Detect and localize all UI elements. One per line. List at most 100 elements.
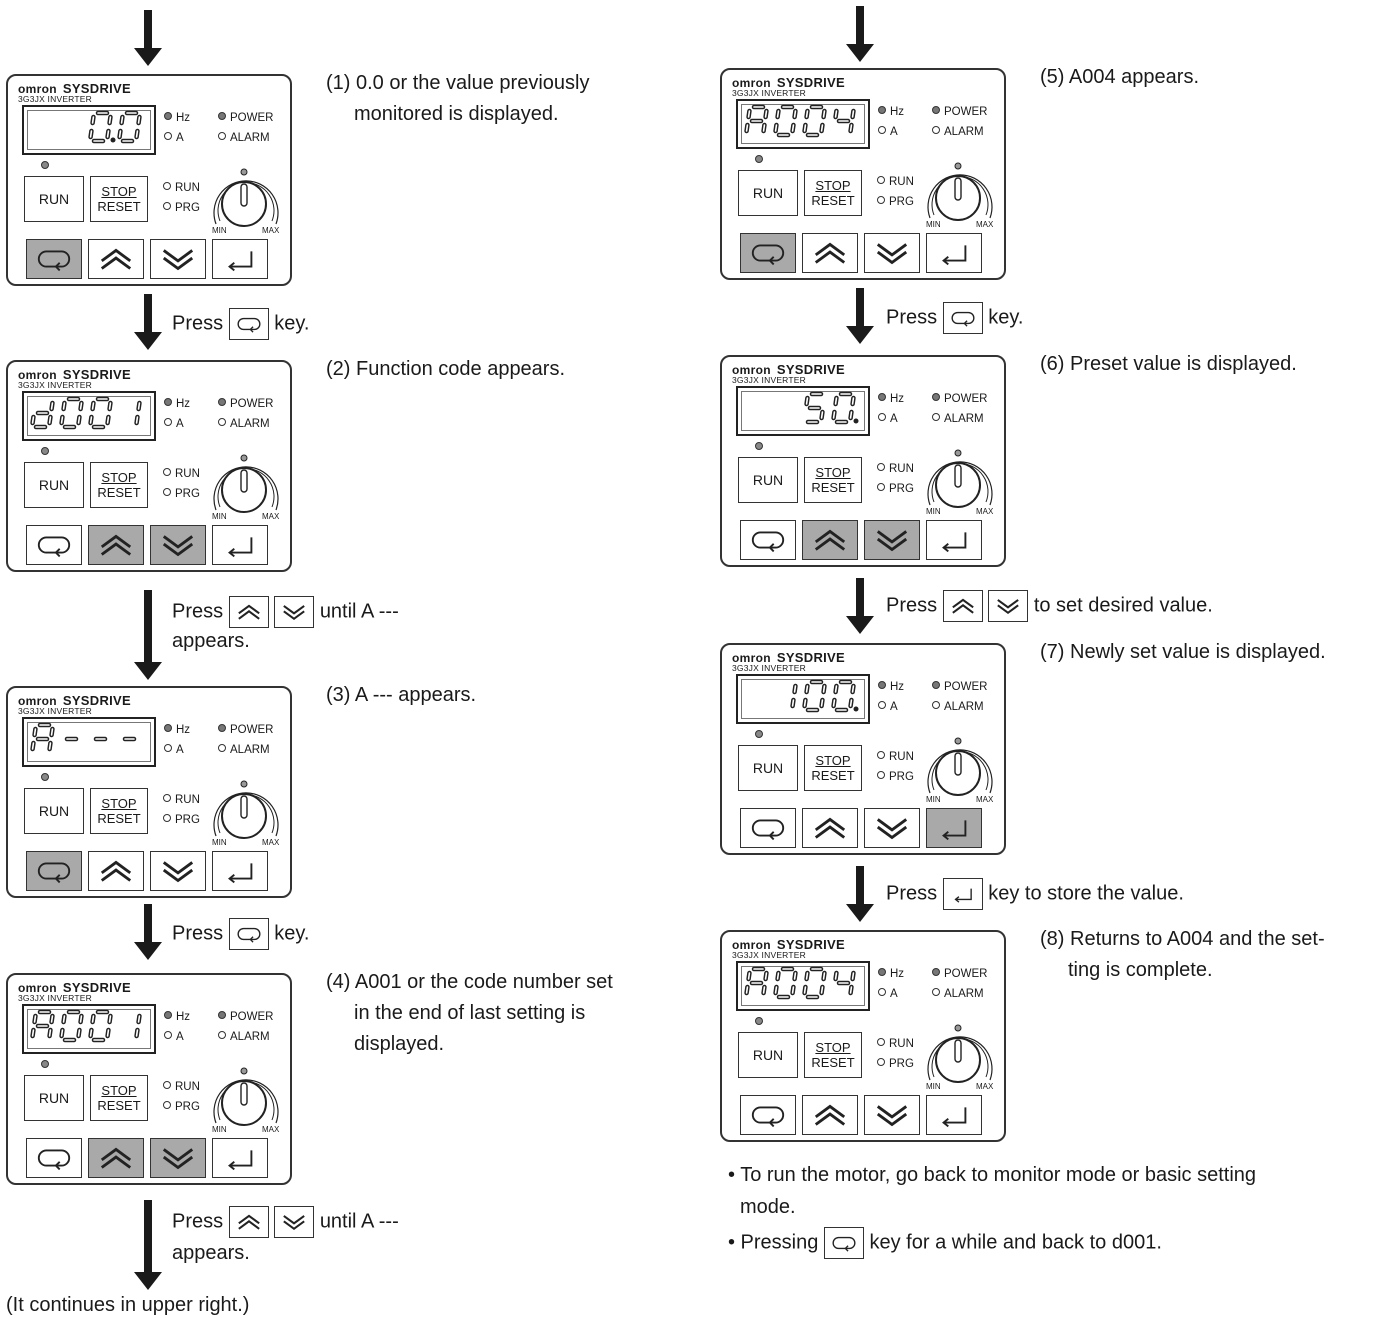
hz-indicator: Hz [164, 112, 190, 124]
enter-key[interactable] [926, 520, 982, 560]
max-label: MAX [976, 795, 994, 804]
enter-key[interactable] [926, 1095, 982, 1135]
mode-key[interactable] [740, 1095, 796, 1135]
down-key[interactable] [150, 1138, 206, 1178]
flow-arrow [134, 904, 162, 960]
potentiometer-lamp [755, 155, 763, 163]
mode-key[interactable] [26, 525, 82, 565]
frequency-knob-icon[interactable] [204, 166, 284, 232]
min-label: MIN [212, 226, 227, 235]
frequency-knob-icon[interactable] [204, 452, 284, 518]
hz-indicator: Hz [878, 681, 904, 693]
min-label: MIN [926, 795, 941, 804]
instruction: appears. [172, 1242, 250, 1264]
frequency-knob-icon[interactable] [918, 735, 998, 801]
max-label: MAX [262, 838, 280, 847]
enter-key[interactable] [212, 239, 268, 279]
prg-indicator: PRG [877, 1058, 914, 1070]
mode-key[interactable] [26, 239, 82, 279]
down-key[interactable] [864, 233, 920, 273]
enter-key[interactable] [212, 851, 268, 891]
down-key[interactable] [150, 239, 206, 279]
down-key[interactable] [150, 525, 206, 565]
flow-arrow [846, 6, 874, 62]
run-indicator: RUN [877, 463, 914, 475]
enter-key[interactable] [926, 808, 982, 848]
down-key[interactable] [864, 520, 920, 560]
note: • Pressing key for a while and back to d… [728, 1227, 1162, 1259]
run-indicator: RUN [877, 176, 914, 188]
run-button[interactable]: RUN [24, 176, 84, 222]
flow-arrow [134, 10, 162, 66]
run-button[interactable]: RUN [24, 788, 84, 834]
run-button[interactable]: RUN [24, 1075, 84, 1121]
frequency-knob-icon[interactable] [204, 1065, 284, 1131]
instruction: Press until A --- [172, 1206, 399, 1238]
instruction: Press key. [172, 918, 309, 950]
up-key[interactable] [88, 239, 144, 279]
down-key[interactable] [864, 1095, 920, 1135]
a-indicator: A [164, 132, 184, 144]
prg-indicator: PRG [877, 483, 914, 495]
run-button[interactable]: RUN [738, 1032, 798, 1078]
alarm-indicator: ALARM [218, 418, 270, 430]
instruction: Press key to store the value. [886, 878, 1184, 910]
frequency-knob-icon[interactable] [918, 447, 998, 513]
down-key[interactable] [864, 808, 920, 848]
enter-key[interactable] [212, 525, 268, 565]
mode-key[interactable] [740, 808, 796, 848]
up-key[interactable] [802, 520, 858, 560]
down-key[interactable] [150, 851, 206, 891]
mode-key[interactable] [740, 233, 796, 273]
max-label: MAX [262, 226, 280, 235]
run-button[interactable]: RUN [738, 170, 798, 216]
enter-key[interactable] [212, 1138, 268, 1178]
mode-key[interactable] [26, 851, 82, 891]
up-key[interactable] [802, 233, 858, 273]
led-display [736, 674, 870, 724]
alarm-indicator: ALARM [218, 744, 270, 756]
alarm-indicator: ALARM [218, 132, 270, 144]
frequency-knob-icon[interactable] [918, 160, 998, 226]
up-key[interactable] [88, 851, 144, 891]
hz-indicator: Hz [878, 393, 904, 405]
flow-arrow [134, 1200, 162, 1290]
up-key[interactable] [88, 525, 144, 565]
frequency-knob-icon[interactable] [204, 778, 284, 844]
model-label: 3G3JX INVERTER [18, 94, 92, 104]
mode-key[interactable] [26, 1138, 82, 1178]
run-button[interactable]: RUN [738, 745, 798, 791]
model-label: 3G3JX INVERTER [18, 380, 92, 390]
power-indicator: POWER [932, 393, 987, 405]
prg-indicator: PRG [877, 196, 914, 208]
run-button[interactable]: RUN [24, 462, 84, 508]
enter-key[interactable] [926, 233, 982, 273]
hz-indicator: Hz [164, 398, 190, 410]
up-key[interactable] [802, 1095, 858, 1135]
min-label: MIN [926, 1082, 941, 1091]
up-key[interactable] [88, 1138, 144, 1178]
model-label: 3G3JX INVERTER [18, 993, 92, 1003]
frequency-knob-icon[interactable] [918, 1022, 998, 1088]
min-label: MIN [212, 1125, 227, 1134]
mode-key[interactable] [740, 520, 796, 560]
up-key[interactable] [802, 808, 858, 848]
alarm-indicator: ALARM [932, 701, 984, 713]
run-button[interactable]: RUN [738, 457, 798, 503]
